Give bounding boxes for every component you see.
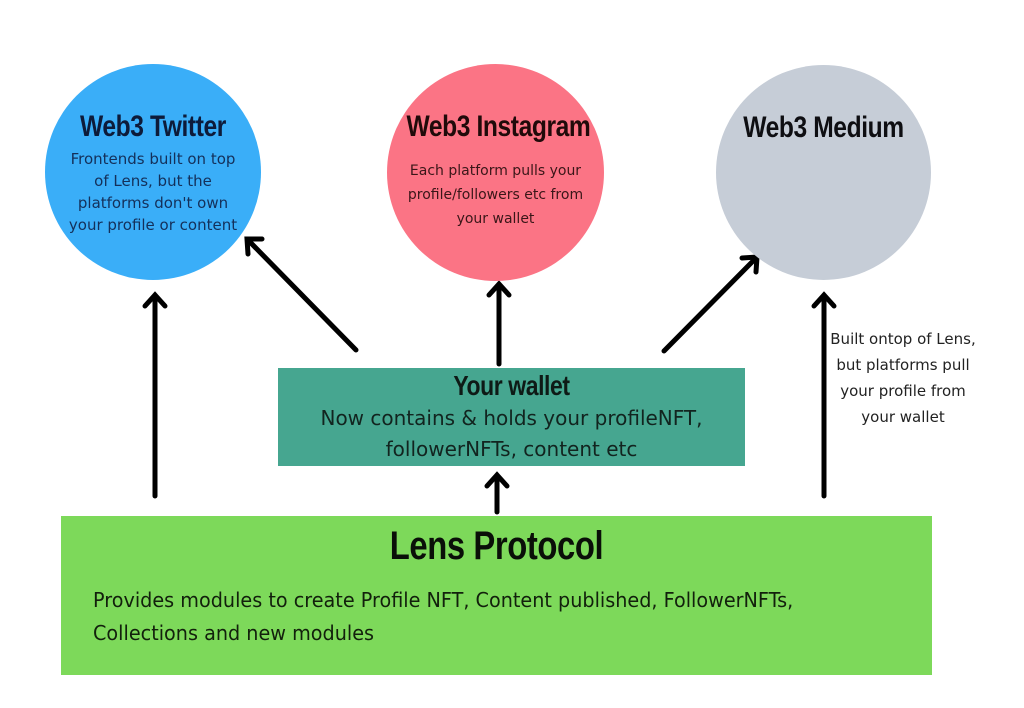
web3-medium-node: Web3 Medium [716,65,931,280]
web3-twitter-node: Web3 Twitter Frontends built on top of L… [45,64,261,280]
web3-twitter-description: Frontends built on top of Lens, but the … [68,150,238,234]
lens-protocol-node: Lens Protocol Provides modules to create… [61,516,932,675]
wallet-node: Your wallet Now contains & holds your pr… [278,368,745,466]
web3-instagram-description: Each platform pulls your profile/followe… [407,163,584,227]
arrow-lens-to-wallet [484,471,510,515]
wallet-title: Your wallet [453,370,570,401]
arrow-lens-to-twitter [142,291,168,499]
web3-medium-title: Web3 Medium [743,111,904,144]
arrow-wallet-to-twitter [244,236,359,353]
web3-instagram-node: Web3 Instagram Each platform pulls your … [387,64,604,281]
medium-side-note: Built ontop of Lens, but platforms pull … [830,330,976,426]
lens-protocol-title: Lens Protocol [389,524,604,568]
lens-protocol-description: Provides modules to create Profile NFT, … [93,588,794,645]
web3-twitter-title: Web3 Twitter [80,110,226,143]
wallet-description: Now contains & holds your profileNFT, fo… [320,406,703,461]
arrow-wallet-to-instagram [486,280,512,367]
arrow-wallet-to-medium [661,254,760,354]
web3-instagram-title: Web3 Instagram [406,110,591,143]
arrow-lens-to-medium [811,291,837,499]
